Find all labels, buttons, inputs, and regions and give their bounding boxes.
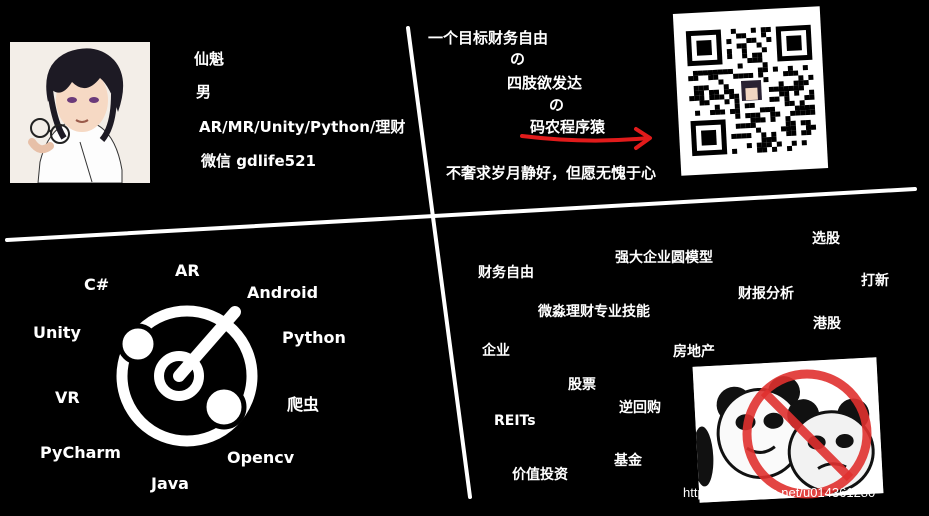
tech-item-opencv: Opencv bbox=[227, 448, 295, 467]
goal-line-3: 四肢欲发达 bbox=[507, 74, 583, 92]
profile-name: 仙魁 bbox=[194, 50, 225, 68]
red-arrow-icon bbox=[520, 127, 652, 150]
finance-item-5: 微淼理财专业技能 bbox=[538, 304, 650, 320]
profile-gender: 男 bbox=[196, 83, 212, 101]
finance-item-1: 财务自由 bbox=[478, 265, 534, 281]
finance-item-10: 股票 bbox=[568, 377, 596, 393]
tech-item-android: Android bbox=[247, 283, 319, 302]
tech-item-java: Java bbox=[151, 474, 189, 493]
finance-item-11: 逆回购 bbox=[619, 400, 661, 416]
tech-item-crawler: 爬虫 bbox=[287, 395, 320, 414]
finance-item-8: 企业 bbox=[482, 343, 510, 359]
finance-item-14: 价值投资 bbox=[512, 467, 568, 483]
profile-wechat: 微信 gdlife521 bbox=[201, 152, 316, 170]
motto: 不奢求岁月静好，但愿无愧于心 bbox=[446, 164, 657, 182]
finance-item-6: 财报分析 bbox=[738, 286, 794, 302]
finance-item-7: 港股 bbox=[813, 316, 841, 332]
profile-skills: AR/MR/Unity/Python/理财 bbox=[199, 118, 406, 136]
radar-dial-icon bbox=[116, 305, 258, 447]
finance-item-3: 选股 bbox=[812, 231, 840, 247]
tech-item-pycharm: PyCharm bbox=[40, 443, 121, 462]
finance-item-9: 房地产 bbox=[673, 344, 715, 360]
tech-item-unity: Unity bbox=[33, 323, 81, 342]
finance-item-4: 打新 bbox=[861, 273, 889, 289]
tech-item-python: Python bbox=[282, 328, 346, 347]
prohibited-sign-icon bbox=[742, 369, 872, 499]
goal-line-1: 一个目标财务自由 bbox=[428, 29, 549, 47]
finance-item-13: 基金 bbox=[614, 453, 642, 469]
avatar bbox=[10, 42, 150, 183]
goal-line-4: の bbox=[549, 96, 565, 114]
tech-item-vr: VR bbox=[55, 388, 80, 407]
tech-item-csharp: C# bbox=[84, 275, 110, 294]
finance-item-12: REITs bbox=[494, 413, 536, 429]
goal-line-2: の bbox=[510, 50, 526, 68]
qr-code bbox=[672, 6, 829, 176]
goal-line-5: 码农程序猿 bbox=[530, 118, 606, 136]
tech-item-ar: AR bbox=[175, 261, 200, 280]
watermark-url: https://blog.csdn.net/u014361280 bbox=[683, 485, 876, 500]
finance-item-2: 强大企业圆模型 bbox=[615, 250, 713, 266]
